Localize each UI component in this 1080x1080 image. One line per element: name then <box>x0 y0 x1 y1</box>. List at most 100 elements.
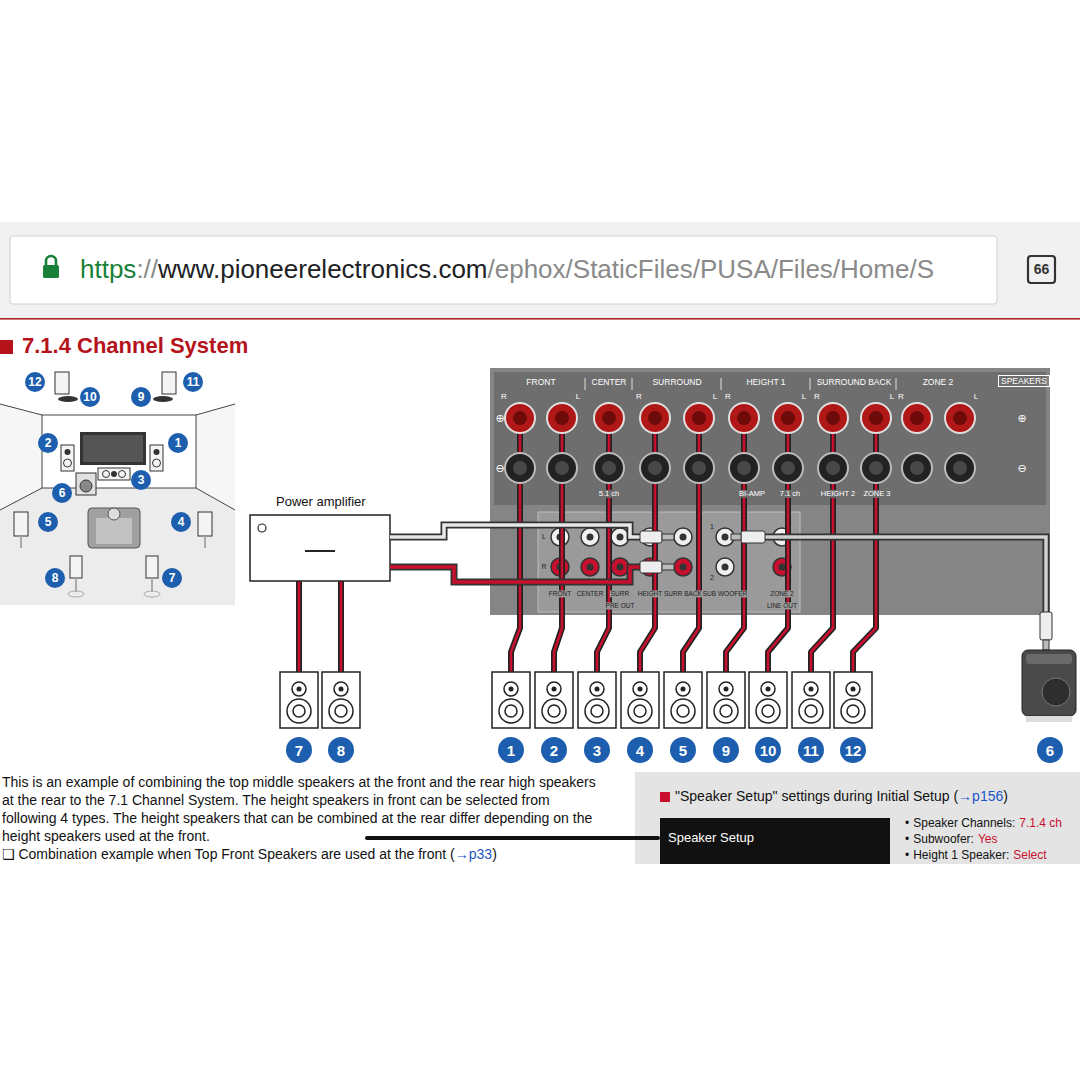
text-row: Speaker Setup <box>668 830 754 846</box>
setup-screen: Speaker Setup <box>660 818 890 864</box>
polarity-symbol: ⊕ <box>494 412 505 424</box>
page-link: →p33 <box>455 845 492 863</box>
callout-number: 11 <box>183 372 203 392</box>
cable-core <box>390 567 490 582</box>
node-text: 7.1.4 ch <box>1019 816 1062 830</box>
terminal-label: L <box>801 393 807 402</box>
node-text: Speaker Setup <box>668 830 754 846</box>
callout-number: 3 <box>584 737 610 763</box>
node-text: • <box>905 832 909 846</box>
callout-number: 4 <box>627 737 653 763</box>
callout-number: 1 <box>168 433 188 453</box>
jack-label: LINE OUT <box>766 602 798 609</box>
node-text: • <box>905 848 909 862</box>
terminal-label: R <box>724 393 732 402</box>
note-text: ) <box>492 845 497 863</box>
node-text: Power amplifier <box>276 494 366 510</box>
cable-outline <box>390 567 490 582</box>
node-text: /ephox/StaticFiles/PUSA/Files/Home/S <box>488 254 935 285</box>
terminal-label: L <box>973 393 979 402</box>
channel-label: SURROUND <box>651 378 702 387</box>
terminal-label: L <box>575 393 581 402</box>
cable-outline <box>390 525 490 537</box>
heading: 7.1.4 Channel System <box>22 333 248 359</box>
node-text: www.pioneerelectronics.com <box>158 254 487 285</box>
terminal-label: R <box>500 393 508 402</box>
callout-number: 4 <box>171 512 191 532</box>
terminal-label: 7.1 ch <box>779 490 801 498</box>
terminal-label: BI-AMP <box>738 490 766 498</box>
terminal-label: 5.1 ch <box>598 490 620 498</box>
note-text: ❑ Combination example when Top Front Spe… <box>2 845 455 863</box>
callout-number: 5 <box>670 737 696 763</box>
polarity-symbol: ⊕ <box>1016 412 1027 424</box>
terminal-label: R <box>635 393 643 402</box>
callout-number: 10 <box>80 387 100 407</box>
node-text: Subwoofer: <box>913 832 974 846</box>
channel-label: FRONT <box>525 378 556 387</box>
text-row: https://www.pioneerelectronics.com/ephox… <box>80 254 934 285</box>
node-text: "Speaker Setup" settings during Initial … <box>675 788 958 805</box>
polarity-symbol: ⊖ <box>494 462 505 474</box>
channel-label: CENTER <box>591 378 628 387</box>
terminal-label: HEIGHT 2 <box>820 490 856 498</box>
node-text: • <box>905 816 909 830</box>
callout-number: 6 <box>1037 737 1063 763</box>
callout-number: 7 <box>286 737 312 763</box>
callout-number: 2 <box>38 433 58 453</box>
note-text: This is an example of combining the top … <box>2 773 607 845</box>
rca-cable <box>390 567 490 582</box>
text-row: 66 <box>1028 261 1055 278</box>
callout-number: 2 <box>541 737 567 763</box>
text-row: Power amplifier <box>276 494 366 510</box>
callout-number: 9 <box>131 387 151 407</box>
callout-number: 8 <box>328 737 354 763</box>
rca-cable <box>390 525 490 537</box>
channel-label: HEIGHT 1 <box>745 378 786 387</box>
callout-number: 7 <box>162 568 182 588</box>
power-amplifier: Power amplifier <box>250 515 390 581</box>
text-row: • Subwoofer: Yes <box>905 832 997 846</box>
jack-label: 2 <box>709 574 715 582</box>
text-row: • Speaker Channels: 7.1.4 ch <box>905 816 1062 830</box>
jack-label: FRONT <box>548 590 572 597</box>
node-text: Select <box>1013 848 1046 862</box>
callout-number: 9 <box>713 737 739 763</box>
jack-label: R <box>540 563 547 571</box>
callout-number: 11 <box>798 737 824 763</box>
node-text: Speaker Channels: <box>913 816 1015 830</box>
jack-label: HEIGHT <box>637 590 664 597</box>
jack-label: ZONE 2 <box>769 590 794 597</box>
receiver-panel: SPEAKERS <box>490 368 1050 615</box>
cable-core <box>390 525 490 537</box>
jack-label: SURR <box>610 590 630 597</box>
node-text: Height 1 Speaker: <box>913 848 1009 862</box>
node-text: 66 <box>1034 261 1050 278</box>
callout-number: 12 <box>25 372 45 392</box>
node-text: Yes <box>978 832 998 846</box>
callout-number: 6 <box>52 483 72 503</box>
settings-panel: "Speaker Setup" settings during Initial … <box>635 772 1080 864</box>
terminal-label: L <box>889 393 895 402</box>
tab-counter: 66 <box>1028 256 1055 283</box>
callout-number: 12 <box>840 737 866 763</box>
node-text: :// <box>136 254 158 285</box>
callout-number: 8 <box>45 568 65 588</box>
polarity-symbol: ⊖ <box>1016 462 1027 474</box>
terminal-label: ZONE 3 <box>862 490 891 498</box>
callout-number: 10 <box>755 737 781 763</box>
callout-number: 3 <box>131 470 151 490</box>
jack-label: SURR BACK <box>663 590 703 597</box>
terminal-label: L <box>712 393 718 402</box>
node-text: →p156 <box>958 788 1003 805</box>
text-row: "Speaker Setup" settings during Initial … <box>675 788 1008 805</box>
channel-label: SURROUND BACK <box>816 378 893 387</box>
callout-number: 1 <box>498 737 524 763</box>
jack-label: CENTER <box>576 590 605 597</box>
node-text: ) <box>1003 788 1008 805</box>
jack-label: 1 <box>709 523 715 531</box>
jack-label: SUB WOOFER <box>702 590 748 597</box>
